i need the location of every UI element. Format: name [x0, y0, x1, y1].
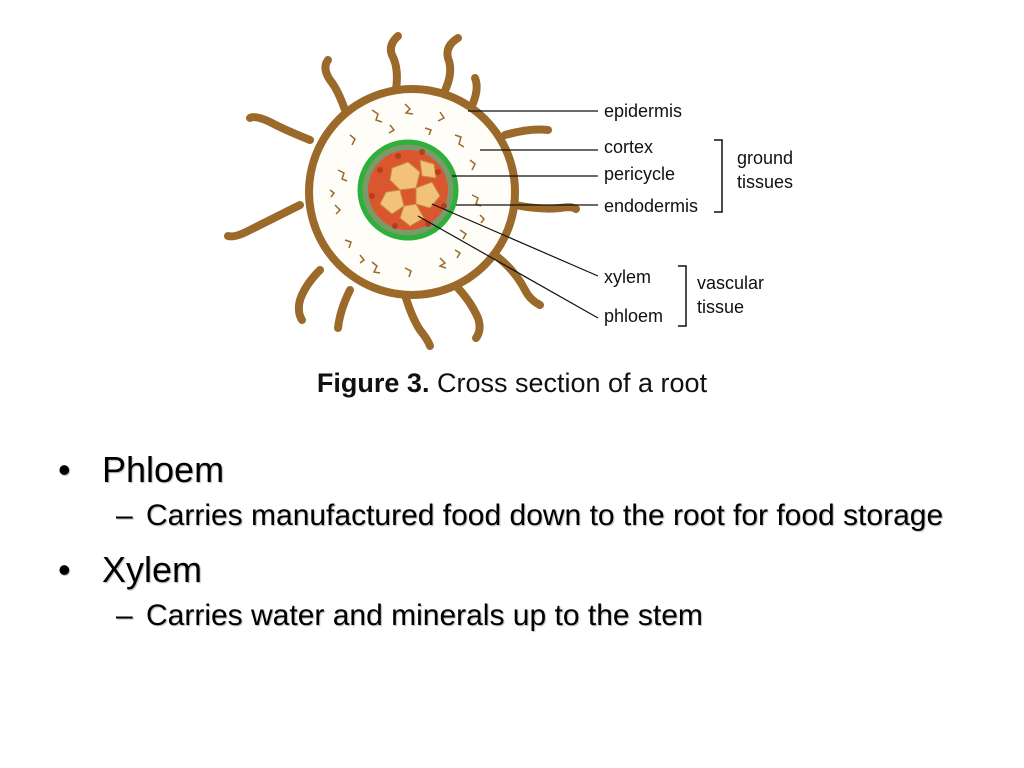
label-phloem: phloem — [604, 306, 663, 326]
label-endodermis: endodermis — [604, 196, 698, 216]
bullet-title: Xylem — [102, 549, 203, 590]
sub-bullet-xylem: –Carries water and minerals up to the st… — [58, 596, 998, 636]
bullet-title: Phloem — [102, 449, 225, 490]
bullet-icon: • — [58, 449, 71, 490]
root-cross-section-diagram: epidermis cortex pericycle endodermis xy… — [224, 32, 793, 350]
group-ground-line2: tissues — [737, 172, 793, 192]
dash-icon: – — [116, 499, 133, 532]
sub-bullet-text: Carries manufactured food down to the ro… — [146, 499, 944, 532]
sub-bullet-text: Carries water and minerals up to the ste… — [146, 599, 703, 632]
figure-caption: Figure 3. Cross section of a root — [0, 368, 1024, 399]
brackets — [678, 139, 723, 327]
label-pericycle: pericycle — [604, 164, 675, 184]
group-ground-line1: ground — [737, 148, 793, 168]
sub-bullet-phloem: –Carries manufactured food down to the r… — [58, 496, 998, 536]
dash-icon: – — [116, 599, 133, 632]
label-epidermis: epidermis — [604, 101, 682, 121]
root-hairs — [224, 32, 580, 350]
label-cortex: cortex — [604, 137, 653, 157]
figure-caption-text: Cross section of a root — [429, 368, 708, 398]
group-vascular-line1: vascular — [697, 273, 764, 293]
xylem-cells — [379, 159, 441, 227]
leader-lines — [417, 110, 599, 319]
bullet-phloem: • Phloem — [58, 448, 998, 492]
bullet-list: •Phloem –Carries manufactured food down … — [58, 448, 998, 648]
bullet-icon: • — [58, 549, 71, 590]
group-vascular-line2: tissue — [697, 297, 744, 317]
bullet-xylem: • Xylem — [58, 548, 998, 592]
label-xylem: xylem — [604, 267, 651, 287]
figure-number: Figure 3. — [316, 368, 430, 398]
